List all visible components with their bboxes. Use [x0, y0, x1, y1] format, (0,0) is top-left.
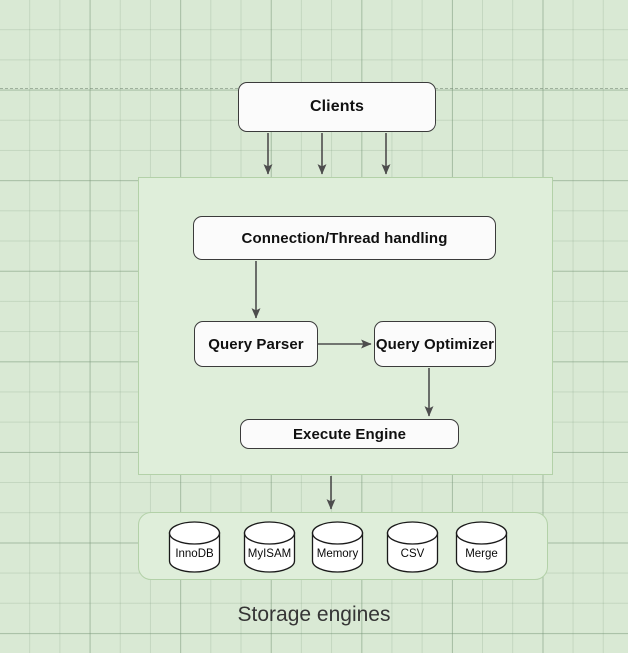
- execute-engine-box[interactable]: Execute Engine: [240, 419, 459, 449]
- query-optimizer-label: Query Optimizer: [375, 335, 495, 353]
- database-cylinder-icon: [243, 521, 296, 573]
- storage-engine-csv[interactable]: CSV: [386, 521, 439, 573]
- clients-box[interactable]: Clients: [238, 82, 436, 132]
- query-parser-box[interactable]: Query Parser: [194, 321, 318, 367]
- storage-engine-merge[interactable]: Merge: [455, 521, 508, 573]
- query-parser-label: Query Parser: [208, 335, 304, 353]
- storage-engine-myisam-label: MyISAM: [247, 547, 292, 560]
- storage-engine-innodb-label: InnoDB: [175, 547, 214, 560]
- connection-thread-handling-label: Connection/Thread handling: [241, 229, 448, 247]
- storage-engine-memory-label: Memory: [316, 547, 359, 560]
- storage-engine-myisam[interactable]: MyISAM: [243, 521, 296, 573]
- database-cylinder-icon: [455, 521, 508, 573]
- clients-label: Clients: [309, 98, 365, 115]
- storage-engine-innodb[interactable]: InnoDB: [168, 521, 221, 573]
- storage-engines-caption: Storage engines: [0, 603, 628, 627]
- database-cylinder-icon: [311, 521, 364, 573]
- connection-thread-handling-box[interactable]: Connection/Thread handling: [193, 216, 496, 260]
- storage-engine-memory[interactable]: Memory: [311, 521, 364, 573]
- storage-engine-merge-label: Merge: [465, 547, 498, 560]
- storage-engines-caption-text: Storage engines: [237, 603, 391, 626]
- storage-engine-csv-label: CSV: [400, 547, 425, 560]
- database-cylinder-icon: [386, 521, 439, 573]
- database-cylinder-icon: [168, 521, 221, 573]
- query-optimizer-box[interactable]: Query Optimizer: [374, 321, 496, 367]
- execute-engine-label: Execute Engine: [292, 425, 407, 443]
